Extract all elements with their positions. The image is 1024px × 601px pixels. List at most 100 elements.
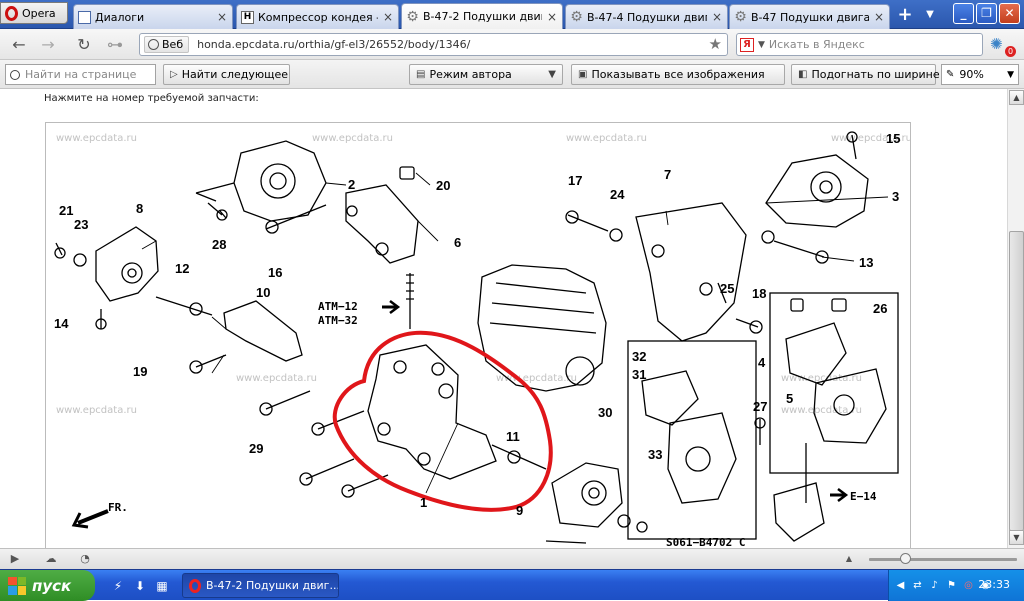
reload-button[interactable]: ↻ xyxy=(77,35,91,54)
turbo-icon[interactable]: ◔ xyxy=(80,552,90,565)
callout-part-9[interactable]: 9 xyxy=(516,503,523,518)
opera-menu-button[interactable]: Opera xyxy=(0,2,68,24)
vertical-scrollbar[interactable]: ▲ ▼ xyxy=(1007,89,1024,548)
callout-part-12[interactable]: 12 xyxy=(175,261,189,276)
quicklaunch-icon[interactable]: ▦ xyxy=(156,579,168,593)
zoom-slider-knob[interactable] xyxy=(900,553,911,564)
zoom-select[interactable]: ✎ 90% ▼ xyxy=(941,64,1019,85)
callout-part-3[interactable]: 3 xyxy=(892,189,899,204)
callout-part-26[interactable]: 26 xyxy=(873,301,887,316)
status-bar: ▶ ☁ ◔ ▲ xyxy=(0,548,1024,569)
fit-width-button[interactable]: ◧ Подогнать по ширине xyxy=(791,64,940,85)
network-icon[interactable]: ⇄ xyxy=(913,580,922,591)
callout-part-15[interactable]: 15 xyxy=(886,131,900,146)
callout-part-19[interactable]: 19 xyxy=(133,364,147,379)
scroll-down-button[interactable]: ▼ xyxy=(1009,530,1024,545)
callout-part-29[interactable]: 29 xyxy=(249,441,263,456)
callout-part-32[interactable]: 32 xyxy=(632,349,646,364)
minimize-button[interactable]: _ xyxy=(953,3,974,24)
callout-part-20[interactable]: 20 xyxy=(436,178,450,193)
e-14-label[interactable]: E−14 xyxy=(850,490,877,503)
show-images-button[interactable]: ▣ Показывать все изображения xyxy=(571,64,785,85)
quicklaunch-icon[interactable]: ⬇ xyxy=(134,579,146,593)
callout-part-24[interactable]: 24 xyxy=(610,187,625,202)
taskbar-opera-window[interactable]: B-47-2 Подушки двиг... xyxy=(182,573,339,598)
callout-part-2[interactable]: 2 xyxy=(348,177,355,192)
close-window-button[interactable]: ✕ xyxy=(999,3,1020,24)
zoom-menu-icon[interactable]: ▲ xyxy=(845,554,853,563)
opera-tray-icon[interactable]: ◎ xyxy=(964,580,973,591)
tab-b47-4[interactable]: ⚙ B-47-4 Подушки двиг... × xyxy=(565,4,728,29)
callout-part-7[interactable]: 7 xyxy=(664,167,671,182)
forward-button[interactable]: → xyxy=(41,35,55,54)
tab-b47[interactable]: ⚙ B-47 Подушки двигат... × xyxy=(729,4,890,29)
honda-icon: H xyxy=(241,10,254,24)
callout-part-18[interactable]: 18 xyxy=(752,286,766,301)
callout-part-13[interactable]: 13 xyxy=(859,255,873,270)
author-mode-dropdown[interactable]: ▤ Режим автора ▼ xyxy=(409,64,563,85)
callout-part-11[interactable]: 11 xyxy=(506,429,520,444)
callout-part-1[interactable]: 1 xyxy=(420,495,427,510)
tab-dialogs[interactable]: Диалоги × xyxy=(73,4,233,29)
start-button[interactable]: пуск xyxy=(0,570,95,601)
url-text[interactable]: honda.epcdata.ru/orthia/gf-el3/26552/bod… xyxy=(197,38,471,51)
address-bar: ← → ↻ ⊶ Веб honda.epcdata.ru/orthia/gf-e… xyxy=(0,29,1024,60)
quicklaunch-icon[interactable]: ⚡ xyxy=(113,579,123,593)
url-field[interactable]: Веб honda.epcdata.ru/orthia/gf-el3/26552… xyxy=(139,33,728,56)
callout-part-17[interactable]: 17 xyxy=(568,173,582,188)
close-icon[interactable]: × xyxy=(711,10,723,24)
watermark: www.epcdata.ru xyxy=(56,405,137,416)
close-icon[interactable]: × xyxy=(873,10,885,24)
diagram-reference-code: S061−B4702 C xyxy=(666,536,745,548)
find-next-button[interactable]: ▷ Найти следующее xyxy=(163,64,290,85)
callout-part-25[interactable]: 25 xyxy=(720,281,734,296)
yandex-icon[interactable]: Я xyxy=(740,37,754,52)
close-icon[interactable]: × xyxy=(382,10,394,24)
callout-part-30[interactable]: 30 xyxy=(598,405,612,420)
callout-part-33[interactable]: 33 xyxy=(648,447,662,462)
volume-icon[interactable]: ♪ xyxy=(931,580,938,591)
tray-expand-icon[interactable]: ◀ xyxy=(896,580,905,591)
callout-part-6[interactable]: 6 xyxy=(454,235,461,250)
extension-icon[interactable]: ✺ 0 xyxy=(990,35,1018,57)
callout-part-10[interactable]: 10 xyxy=(256,285,270,300)
callout-part-4[interactable]: 4 xyxy=(758,355,766,370)
clock[interactable]: 23:33 xyxy=(978,578,1010,591)
flag-icon[interactable]: ⚑ xyxy=(947,580,956,591)
cloud-icon[interactable]: ☁ xyxy=(45,552,57,565)
callout-part-28[interactable]: 28 xyxy=(212,237,226,252)
callout-part-23[interactable]: 23 xyxy=(74,217,88,232)
star-icon[interactable]: ★ xyxy=(708,35,722,53)
callout-part-5[interactable]: 5 xyxy=(786,391,793,406)
panel-toggle-icon[interactable]: ▶ xyxy=(10,552,20,565)
back-button[interactable]: ← xyxy=(12,35,26,54)
search-placeholder: Искать в Яндекс xyxy=(768,38,865,51)
watermark: www.epcdata.ru xyxy=(566,133,647,144)
new-tab-button[interactable]: + xyxy=(897,4,913,25)
stylesheet-icon: ▤ xyxy=(416,69,426,80)
tab-compressor[interactable]: H Компрессор кондея - ... × xyxy=(236,4,399,29)
antivirus-icon[interactable]: ◉ xyxy=(981,580,990,591)
key-icon[interactable]: ⊶ xyxy=(107,35,123,54)
tab-menu-button[interactable]: ▼ xyxy=(926,9,934,20)
callout-part-31[interactable]: 31 xyxy=(632,367,646,382)
search-field[interactable]: Я ▼ Искать в Яндекс xyxy=(736,33,983,56)
close-icon[interactable]: × xyxy=(546,9,558,24)
callout-part-27[interactable]: 27 xyxy=(753,399,767,414)
callout-part-8[interactable]: 8 xyxy=(136,201,143,216)
chevron-down-icon[interactable]: ▼ xyxy=(758,39,765,50)
callout-part-16[interactable]: 16 xyxy=(268,265,282,280)
web-badge[interactable]: Веб xyxy=(144,36,190,53)
zoom-slider[interactable] xyxy=(869,553,1017,564)
scroll-up-button[interactable]: ▲ xyxy=(1009,90,1024,105)
close-icon[interactable]: × xyxy=(216,10,228,24)
find-on-page-input[interactable]: Найти на странице xyxy=(5,64,156,85)
maximize-button[interactable]: ❐ xyxy=(976,3,997,24)
scrollbar-thumb[interactable] xyxy=(1009,231,1024,531)
atm-32-label[interactable]: ATM−32 xyxy=(318,314,358,327)
callout-part-21[interactable]: 21 xyxy=(59,203,73,218)
atm-12-label[interactable]: ATM−12 xyxy=(318,300,358,313)
tab-b47-2[interactable]: ⚙ B-47-2 Подушки двиг... × xyxy=(401,3,563,29)
page-toolbar: Найти на странице ▷ Найти следующее ▤ Ре… xyxy=(0,60,1024,89)
callout-part-14[interactable]: 14 xyxy=(54,316,69,331)
